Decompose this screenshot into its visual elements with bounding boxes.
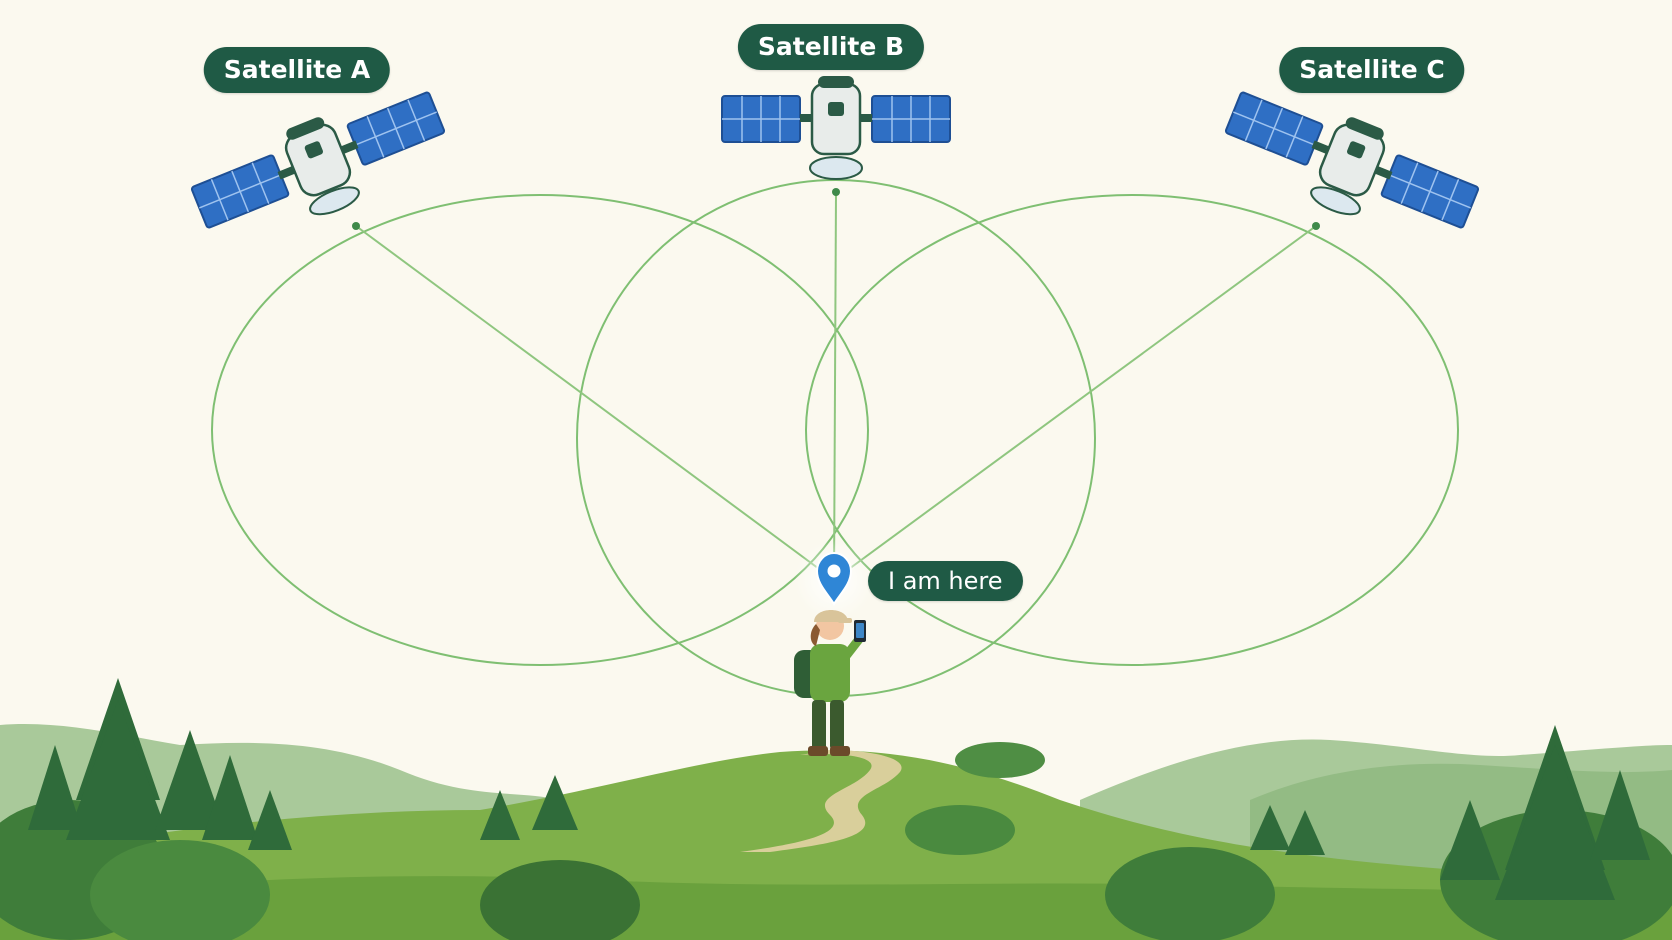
satellite-b-label: Satellite B (737, 24, 925, 70)
location-pin-icon (815, 551, 853, 606)
signal-line-c (833, 225, 1317, 581)
hiker-figure (794, 610, 866, 756)
signal-lines (352, 188, 1320, 581)
satellite-c-icon (1224, 91, 1480, 229)
pine-tree-icon (28, 678, 1650, 900)
satellite-b-icon (721, 76, 951, 180)
signal-line-a (355, 225, 835, 581)
satellite-a-label: Satellite A (203, 47, 391, 93)
smartphone-icon (854, 620, 866, 642)
range-circle-c (805, 194, 1459, 666)
range-circle-a (211, 194, 869, 666)
satellite-c-label: Satellite C (1279, 47, 1465, 93)
i-am-here-label: I am here (868, 561, 1023, 601)
signal-line-b (833, 191, 837, 581)
satellite-a-icon (190, 91, 446, 229)
dirt-path (740, 750, 902, 852)
